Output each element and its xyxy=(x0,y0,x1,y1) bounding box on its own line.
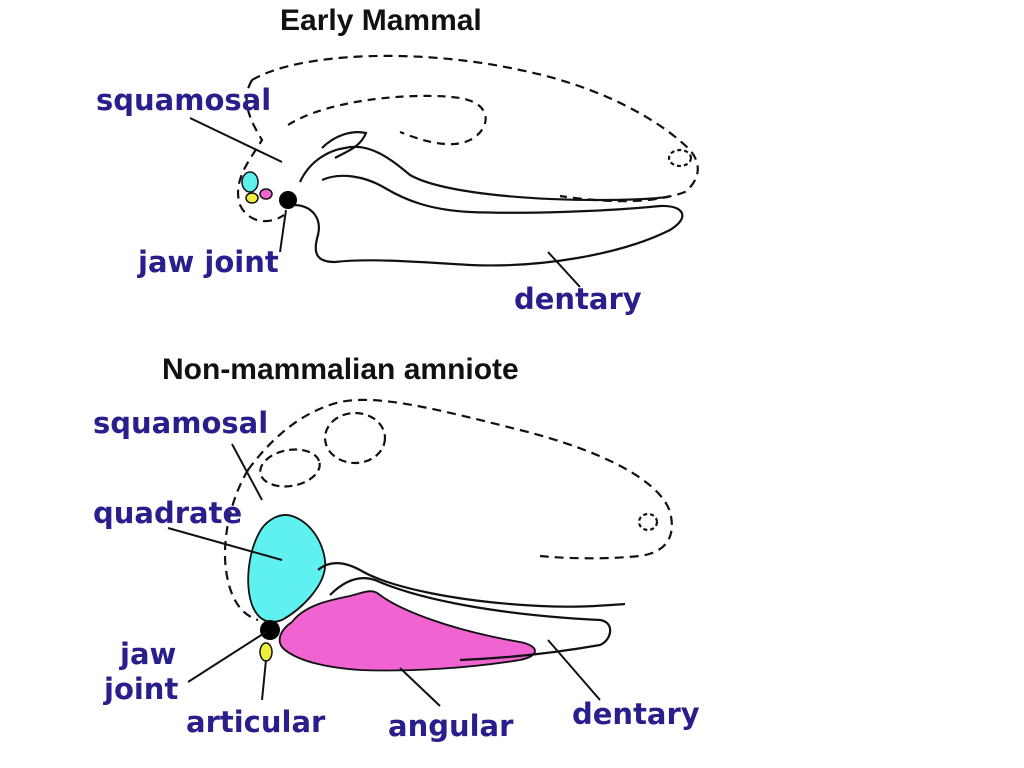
amniote-title: Non-mammalian amniote xyxy=(162,353,519,386)
early-mammal-ear-yellow xyxy=(245,192,259,204)
early-mammal-label-dentary: dentary xyxy=(514,282,642,316)
amniote-quadrate-leader xyxy=(167,527,283,561)
early-mammal-ear-cyan xyxy=(241,171,259,193)
amniote-label-quadrate: quadrate xyxy=(93,496,243,530)
amniote-dentary-leader xyxy=(547,639,601,701)
amniote-cranium xyxy=(223,398,673,622)
amniote-upper-jaw xyxy=(317,562,626,608)
early-mammal-orbit xyxy=(287,94,487,146)
early-mammal-squamosal-leader xyxy=(189,117,283,163)
early-mammal-dentary xyxy=(294,174,684,267)
early-mammal-label-squamosal: squamosal xyxy=(96,83,272,117)
amniote-quadrate xyxy=(247,514,326,623)
amniote-articular-leader xyxy=(261,659,267,701)
early-mammal-jaw-joint-dot xyxy=(279,191,297,209)
amniote-articular xyxy=(259,642,273,662)
amniote-jaw-joint-dot xyxy=(260,620,280,640)
amniote-lower-fenestra xyxy=(259,448,321,488)
early-mammal-label-jaw-joint: jaw joint xyxy=(138,245,279,279)
amniote-squamosal-leader xyxy=(231,443,263,501)
amniote-skull xyxy=(167,398,673,707)
early-mammal-zygoma xyxy=(321,131,368,159)
early-mammal-upper-jaw xyxy=(298,145,671,202)
early-mammal-dentary-leader xyxy=(547,251,581,288)
amniote-label-joint: joint xyxy=(104,672,179,706)
amniote-label-jaw: jaw xyxy=(120,637,177,671)
amniote-dentary xyxy=(329,577,612,662)
early-mammal-nostril xyxy=(667,148,693,168)
amniote-nostril xyxy=(637,512,659,532)
early-mammal-ear-pink xyxy=(259,188,273,200)
amniote-jaw-joint-leader xyxy=(187,631,267,683)
amniote-angular xyxy=(278,590,536,672)
early-mammal-title: Early Mammal xyxy=(280,4,482,37)
amniote-label-angular: angular xyxy=(388,709,514,743)
amniote-label-articular: articular xyxy=(186,705,326,739)
amniote-label-squamosal: squamosal xyxy=(93,406,269,440)
amniote-angular-leader xyxy=(399,667,441,707)
amniote-label-dentary: dentary xyxy=(572,697,700,731)
early-mammal-cranium xyxy=(237,54,699,223)
early-mammal-skull xyxy=(189,54,699,288)
early-mammal-jaw-joint-leader xyxy=(279,209,287,253)
amniote-upper-fenestra xyxy=(323,411,387,465)
